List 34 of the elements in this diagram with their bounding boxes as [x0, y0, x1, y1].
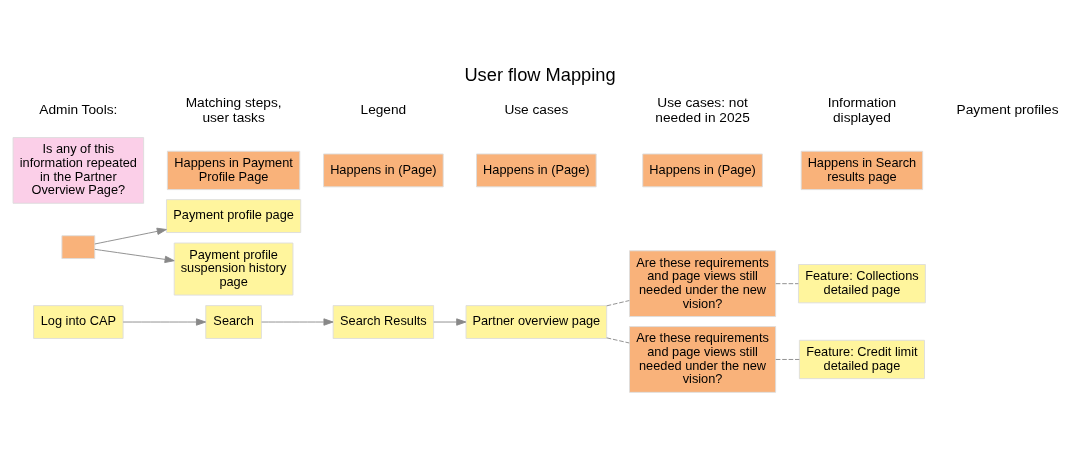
diagram-title: User flow Mapping — [464, 63, 616, 85]
label: Admin Tools: — [39, 101, 118, 117]
label: Legend — [360, 101, 407, 117]
arrow — [122, 317, 207, 326]
node-box: Log into CAP — [33, 304, 124, 339]
node-box: Are these requirements and page views still needed under the new vision? — [629, 325, 777, 393]
connector — [775, 358, 800, 360]
node-box: Are these requirements and page views still needed under the new vision? — [629, 249, 777, 317]
node-box: Happens in Search results page — [800, 150, 924, 190]
arrow — [261, 317, 334, 326]
arrow — [94, 227, 167, 244]
label: Information displayed — [827, 93, 897, 125]
node-box: Search — [205, 304, 262, 339]
node-box — [61, 234, 96, 259]
node-box: Happens in (Page) — [323, 153, 444, 187]
connector — [606, 336, 630, 343]
label: Matching steps, user tasks — [185, 93, 282, 125]
node-box: Feature: Credit limit detailed page — [798, 339, 925, 379]
arrow — [94, 248, 175, 263]
connector — [775, 282, 799, 284]
label: Payment profiles — [956, 101, 1059, 117]
node-box: Search Results — [332, 304, 435, 339]
arrow — [433, 317, 467, 326]
label: Use cases: not needed in 2025 — [655, 93, 750, 125]
node-box: Feature: Collections detailed page — [798, 263, 926, 303]
node-box: Is any of this information repeated in the Partner Overview Page? — [12, 136, 145, 204]
node-box: Happens in Payment Profile Page — [166, 150, 301, 190]
connector — [606, 299, 630, 306]
node-box: Partner overview page — [465, 304, 608, 339]
node-box: Happens in (Page) — [642, 153, 763, 187]
node-box: Payment profile page — [166, 198, 302, 233]
label: Use cases — [504, 101, 569, 117]
node-box: Payment profile suspension history page — [173, 242, 294, 296]
node-box: Happens in (Page) — [476, 153, 597, 187]
